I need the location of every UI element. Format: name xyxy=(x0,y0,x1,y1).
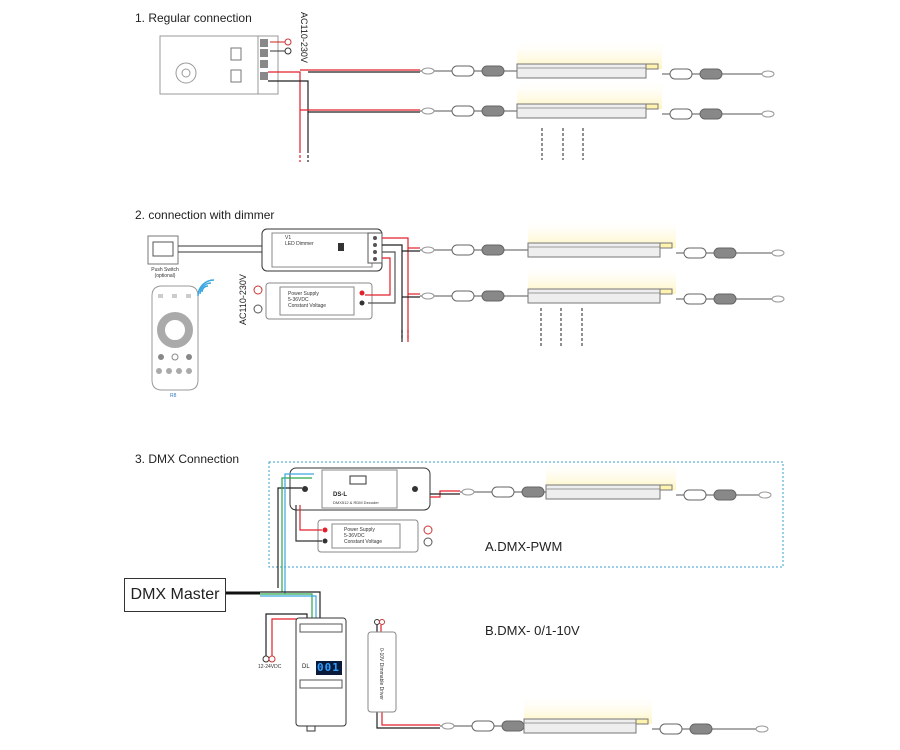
connector xyxy=(491,486,515,498)
led-strips xyxy=(420,43,785,735)
cable-end xyxy=(441,722,455,730)
end-cap xyxy=(659,484,673,491)
end-cap xyxy=(645,63,659,70)
wireless-signal-icon xyxy=(197,279,215,297)
wires-section-3 xyxy=(226,473,460,729)
cable-end xyxy=(421,107,435,115)
driver-label: 0-10V Dimmable Driver xyxy=(378,648,384,700)
cable-end xyxy=(421,292,435,300)
connector xyxy=(451,105,475,117)
connector xyxy=(699,108,723,120)
psu3-line1: Power Supply xyxy=(344,527,375,533)
ac-input-icons-1 xyxy=(270,38,292,55)
connector xyxy=(501,720,525,732)
led-profile xyxy=(527,242,661,258)
wires-section-2 xyxy=(365,237,420,342)
decoder-label: DS-L xyxy=(333,492,347,498)
power-supply-2 xyxy=(253,282,373,320)
led-strip-assembly xyxy=(440,698,769,735)
end-cap xyxy=(635,718,649,725)
connector xyxy=(683,489,707,501)
cable-end xyxy=(771,295,785,303)
led-profile xyxy=(523,718,637,734)
section-2-title: 2. connection with dimmer xyxy=(135,208,275,222)
end-cap xyxy=(659,288,673,295)
end-cap xyxy=(645,103,659,110)
connector xyxy=(659,723,683,735)
section-3-title: 3. DMX Connection xyxy=(135,452,240,466)
connector xyxy=(521,486,545,498)
push-switch-label: Push Switch (optional) xyxy=(151,267,179,279)
dc-input-icon xyxy=(262,655,276,663)
connector xyxy=(481,105,505,117)
connector xyxy=(481,244,505,256)
connector xyxy=(451,65,475,77)
cable-end xyxy=(461,488,475,496)
led-strip-assembly xyxy=(420,43,775,80)
variant-a-label: A.DMX-PWM xyxy=(485,539,563,554)
dimmer-label: V1 LED Dimmer xyxy=(285,235,314,247)
cable-end xyxy=(755,725,769,733)
psu3-line3: Constant Voltage xyxy=(344,539,383,545)
decoder-sub: DMX512 & RDM Decoder xyxy=(333,500,379,505)
connector xyxy=(481,290,505,302)
dmx-pwm-box xyxy=(268,461,784,568)
dl-label: DL xyxy=(302,664,310,670)
dmx-decoder xyxy=(289,467,431,511)
connector xyxy=(713,489,737,501)
push-switch xyxy=(147,235,179,265)
cable-end xyxy=(761,110,775,118)
dl-display: 001 xyxy=(317,661,340,674)
wires-section-1 xyxy=(268,69,420,162)
psu2-line1: Power Supply xyxy=(288,291,319,297)
power-supply-1 xyxy=(159,35,279,95)
connector xyxy=(481,65,505,77)
led-strip-assembly xyxy=(420,222,785,259)
remote-control xyxy=(151,285,199,391)
led-profile xyxy=(545,484,661,500)
connector xyxy=(689,723,713,735)
variant-b-label: B.DMX- 0/1-10V xyxy=(485,623,580,638)
led-strip-assembly xyxy=(420,83,775,120)
led-profile xyxy=(516,103,647,119)
connector xyxy=(713,247,737,259)
led-profile xyxy=(516,63,647,79)
led-profile xyxy=(527,288,661,304)
connector xyxy=(669,68,693,80)
cable-end xyxy=(421,246,435,254)
cable-end xyxy=(421,67,435,75)
psu3-line2: 5-36VDC xyxy=(344,533,365,539)
dc-label: 12-24VDC xyxy=(258,664,282,670)
connector xyxy=(713,293,737,305)
connector xyxy=(451,244,475,256)
connector xyxy=(451,290,475,302)
connector xyxy=(669,108,693,120)
remote-label: R8 xyxy=(170,393,177,399)
led-strip-assembly xyxy=(420,268,785,305)
cable-end xyxy=(761,70,775,78)
led-dimmer xyxy=(261,228,383,272)
continuation-dashes-2 xyxy=(540,308,583,348)
dimmable-driver xyxy=(367,619,397,713)
continuation-dashes-1 xyxy=(541,128,584,160)
connector xyxy=(683,247,707,259)
power-supply-3 xyxy=(317,519,433,553)
end-cap xyxy=(659,242,673,249)
connector xyxy=(471,720,495,732)
dmx-dl-module xyxy=(295,617,347,732)
dmx-master-box: DMX Master xyxy=(124,578,226,612)
psu2-line2: 5-36VDC xyxy=(288,297,309,303)
push-switch-wires xyxy=(178,245,262,253)
section-1-title: 1. Regular connection xyxy=(135,11,252,25)
cable-end xyxy=(771,249,785,257)
psu2-line3: Constant Voltage xyxy=(288,303,327,309)
connector xyxy=(699,68,723,80)
cable-end xyxy=(758,491,772,499)
led-strip-assembly xyxy=(460,464,772,501)
connector xyxy=(683,293,707,305)
